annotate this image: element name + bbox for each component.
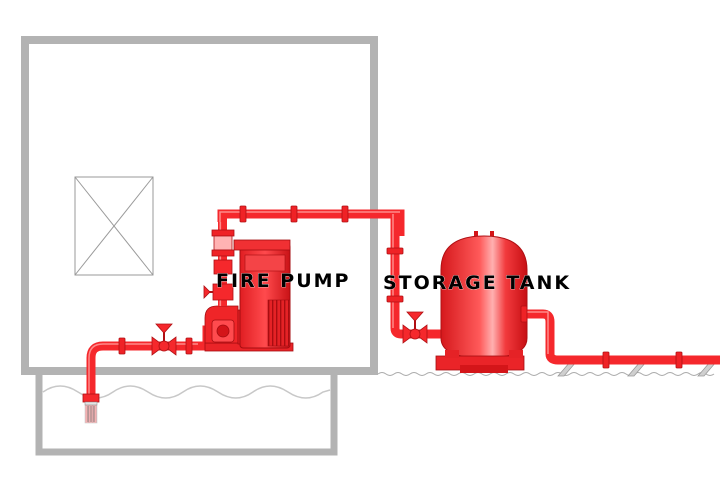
storage-tank-icon bbox=[435, 231, 528, 373]
flange-icon bbox=[118, 337, 193, 355]
flange-icon bbox=[520, 305, 683, 369]
check-valve-icon bbox=[211, 229, 235, 275]
pipe-supports bbox=[557, 361, 717, 377]
storage-tank-label: STORAGE TANK bbox=[383, 272, 571, 294]
tank-inlet-pipe bbox=[390, 214, 445, 339]
pit-wall bbox=[35, 375, 338, 456]
gate-valve-icon bbox=[203, 283, 234, 301]
window-icon bbox=[74, 176, 154, 276]
tank-outlet-pipe bbox=[527, 309, 720, 365]
pump-motor-icon bbox=[204, 239, 294, 352]
ground-line bbox=[377, 372, 715, 376]
gate-valve-icon bbox=[151, 323, 177, 356]
flange-icon bbox=[239, 205, 349, 223]
gate-valve-icon bbox=[402, 311, 428, 344]
foot-valve-icon bbox=[82, 393, 100, 424]
pump-house-wall bbox=[21, 36, 378, 375]
flange-icon bbox=[386, 247, 404, 303]
fire-pump-label: FIRE PUMP bbox=[216, 270, 350, 292]
